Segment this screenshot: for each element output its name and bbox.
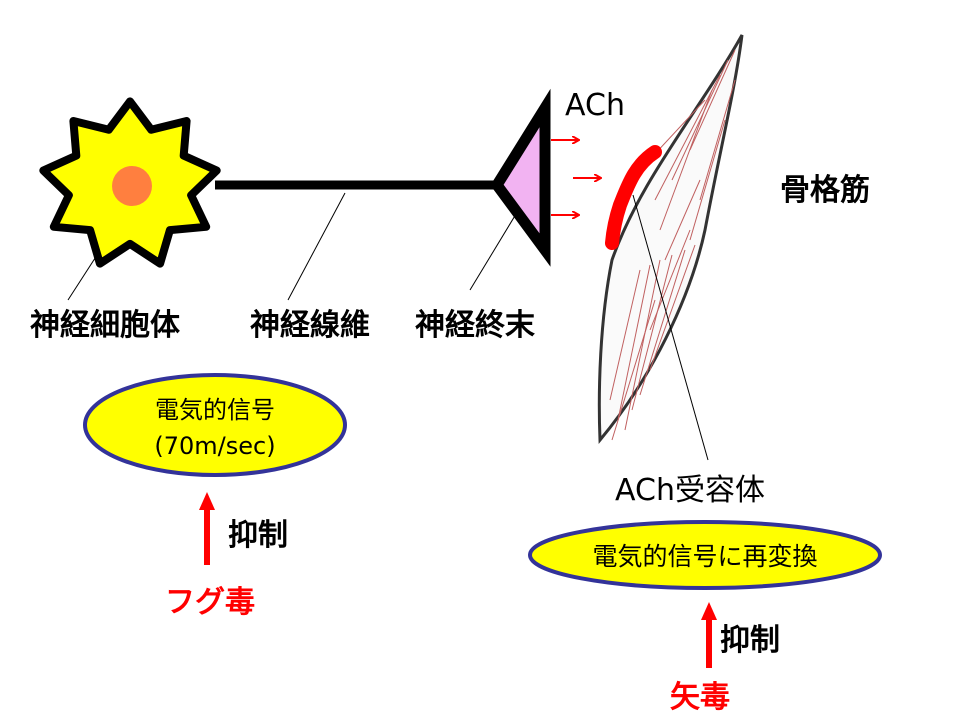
muscle-fiber	[649, 244, 696, 371]
electrical-signal-ellipse	[83, 373, 347, 477]
muscle-fibers	[609, 49, 736, 441]
nerve-terminal-label: 神経終末	[415, 308, 535, 343]
skeletal-muscle	[597, 34, 744, 444]
muscle-fiber	[699, 79, 736, 201]
muscle-fiber	[624, 259, 661, 431]
reconversion-label: 電気的信号に再変換	[592, 542, 817, 571]
nerve-terminal	[490, 88, 551, 267]
tetrodotoxin-label: フグ毒	[165, 585, 255, 620]
ach-release-arrows	[551, 140, 600, 215]
muscle-fiber	[654, 74, 721, 201]
muscle-fiber	[664, 179, 701, 261]
ach-receptor-mark	[605, 145, 662, 250]
muscle-fiber	[689, 49, 736, 151]
nerve-fiber-label: 神経線維	[250, 308, 370, 343]
muscle-fiber	[671, 59, 729, 181]
muscle-fiber	[631, 254, 673, 411]
leader-ach-receptor	[632, 194, 709, 461]
conduction-speed-label: (70m/sec)	[154, 432, 275, 460]
muscle-fiber	[609, 269, 641, 401]
leader-nerve-fiber	[287, 192, 346, 301]
inhibit-label-left: 抑制	[228, 518, 288, 553]
ach-receptor-label: ACh受容体	[615, 473, 765, 508]
inhibit-label-right: 抑制	[720, 623, 780, 658]
ach-label: ACh	[565, 88, 625, 123]
skeletal-muscle-label: 骨格筋	[780, 173, 870, 208]
reconversion-ellipse	[528, 520, 882, 590]
muscle-fiber	[639, 249, 686, 396]
nucleus	[112, 166, 152, 206]
electrical-signal-label: 電気的信号	[155, 396, 275, 424]
muscle-fiber	[611, 299, 656, 441]
muscle-fiber	[617, 264, 651, 421]
muscle-fiber	[689, 119, 726, 241]
muscle-fiber	[659, 89, 713, 231]
curare-label: 矢毒	[670, 680, 730, 715]
cell-body-label: 神経細胞体	[30, 308, 181, 343]
